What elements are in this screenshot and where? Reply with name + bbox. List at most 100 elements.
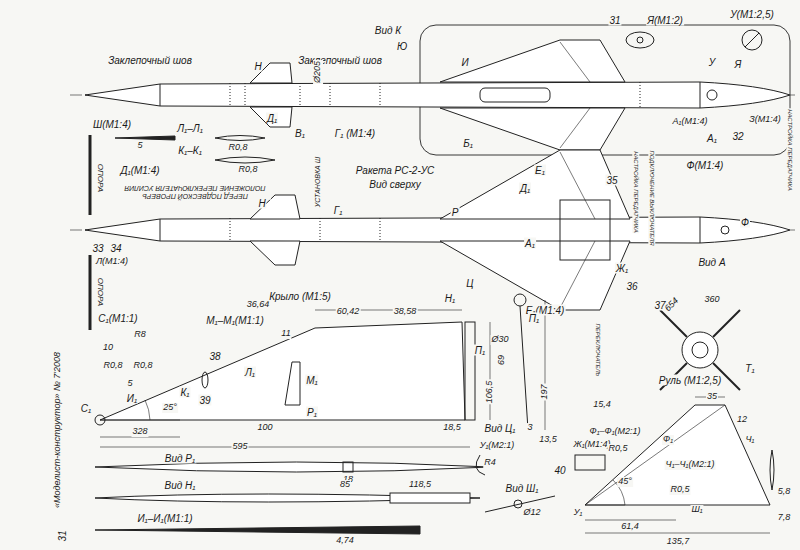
drawing-label: А₁(М1:4) xyxy=(672,117,709,127)
drawing-label: 36,64 xyxy=(246,300,271,310)
drawing-label: 4,74 xyxy=(335,536,355,546)
drawing-label: R0,5 xyxy=(607,444,628,454)
drawing-label: 31 xyxy=(608,15,621,26)
drawing-label: Ч₁–Ч₁(М2:1) xyxy=(665,460,716,470)
drawing-label: R0,5 xyxy=(669,485,690,495)
drawing-label: Ø12 xyxy=(522,508,541,518)
drawing-label: Е₁ xyxy=(534,165,546,176)
drawing-label: А₁ xyxy=(706,133,718,144)
drawing-label: Вид К xyxy=(374,25,402,36)
drawing-label: 13,5 xyxy=(538,435,558,445)
drawing-label: 106,5 xyxy=(485,380,495,405)
drawing-label: R0,8 xyxy=(237,165,258,175)
drawing-label: R8 xyxy=(133,330,147,340)
drawing-label: З(М1:4) xyxy=(748,115,782,125)
drawing-label: R0,8 xyxy=(227,143,248,153)
drawing-label: Ф xyxy=(740,217,750,228)
drawing-label: ПЕРЕКЛЮЧАТЕЛЬ xyxy=(595,323,602,378)
drawing-label: 100 xyxy=(256,423,273,433)
drawing-label: Л(М1:4) xyxy=(95,257,129,267)
drawing-label: 69 xyxy=(497,354,507,366)
drawing-label: 135,7 xyxy=(666,537,691,547)
drawing-label: ПОДКЛЮЧЕНИЕ ВЫКЛЮЧАТЕЛЯ xyxy=(649,149,656,246)
drawing-label: 25° xyxy=(162,403,178,413)
drawing-label: 85 xyxy=(339,480,351,490)
drawing-label: 7,8 xyxy=(777,513,792,523)
drawing-label: Д₁ xyxy=(519,183,531,194)
drawing-label: В₁ xyxy=(294,128,306,139)
drawing-label: Н xyxy=(253,61,262,72)
drawing-label: М₁ xyxy=(305,375,318,386)
drawing-label: 36 xyxy=(625,281,638,292)
drawing-label: 5 xyxy=(126,379,133,389)
drawing-label: Заклепочный шов xyxy=(297,55,383,66)
drawing-label: 118,5 xyxy=(408,480,432,490)
drawing-label: Н₁ xyxy=(444,293,456,304)
drawing-label: 33 xyxy=(91,243,104,254)
drawing-label: Ф₁–Ф₁(М2:1) xyxy=(589,427,642,437)
drawing-label: Ø205 xyxy=(313,60,323,84)
drawing-label: 39 xyxy=(198,395,211,406)
drawing-label: Ш(М1:4) xyxy=(92,119,132,130)
drawing-label: Вид сверху xyxy=(368,179,421,190)
drawing-label: Г₁ xyxy=(333,205,344,216)
drawing-label: 197 xyxy=(540,383,550,400)
drawing-label: Ф₁ xyxy=(662,435,674,445)
detail-view xyxy=(742,30,762,50)
drawing-label: 5,8 xyxy=(777,487,792,497)
drawing-label: Вид А xyxy=(697,257,726,268)
drawing-label: И₁ xyxy=(126,393,138,404)
drawing-label: Ш₁ xyxy=(690,505,703,515)
drawing-label: 654 xyxy=(662,295,681,314)
drawing-label: Ж₁(М1:4) xyxy=(572,440,611,450)
drawing-label: 18,5 xyxy=(442,423,462,433)
drawing-label: Вид Ц₁ xyxy=(484,423,517,434)
drawing-label: 15,4 xyxy=(592,400,612,410)
drawing-label: Л₁ xyxy=(244,367,256,378)
drawing-label: У₁ xyxy=(573,508,584,518)
drawing-label: Ф(М1:4) xyxy=(686,160,725,171)
drawing-label: 38 xyxy=(208,351,221,362)
drawing-label: И xyxy=(460,57,469,68)
drawing-label: НАСТРОЙКА ПЕРЕДАТЧИКА xyxy=(633,150,640,233)
drawing-label: 5 xyxy=(136,141,143,151)
drawing-label: Вид Н₁ xyxy=(164,480,197,491)
drawing-label: Ц xyxy=(465,278,474,289)
drawing-label: У xyxy=(708,57,716,68)
drawing-label: У(М1:2,5) xyxy=(729,9,775,20)
rudder-view xyxy=(585,397,774,533)
drawing-label: Ракета РС-2-УС xyxy=(355,165,436,176)
drawing-label: 31 xyxy=(57,529,68,542)
detail-view xyxy=(745,33,759,47)
wing-view xyxy=(95,294,545,447)
drawing-label: ОПОРА xyxy=(96,163,105,193)
rocket-top-view xyxy=(85,150,790,310)
drawing-label: 10 xyxy=(102,343,114,353)
profile-views xyxy=(95,455,605,534)
drawing-label: К₁ xyxy=(179,387,190,398)
drawing-label: 45° xyxy=(617,477,633,487)
rocket-side-view xyxy=(85,40,790,150)
drawing-label: 40 xyxy=(553,465,566,476)
drawing-label: Ø30 xyxy=(490,335,509,345)
drawing-label: 35 xyxy=(706,392,718,402)
drawing-label: Я xyxy=(734,59,743,70)
drawing-label: Ч₁ xyxy=(745,435,756,445)
drawing-label: П₁ xyxy=(528,313,540,324)
drawing-label: Р₁ xyxy=(306,407,318,418)
drawing-label: 12 xyxy=(736,415,748,425)
drawing-label: С₁ xyxy=(80,403,92,414)
drawing-label: НАСТРОЙКА ПЕРЕДАТЧИКА xyxy=(787,108,794,191)
drawing-label: 3 xyxy=(526,423,533,433)
drawing-label: 32 xyxy=(731,131,744,142)
drawing-label: 34 xyxy=(109,243,122,254)
drawing-label: R4 xyxy=(483,458,497,468)
drawing-label: Руль (М1:2,5) xyxy=(658,375,722,386)
drawing-label: 61,4 xyxy=(620,522,640,532)
drawing-label: 11 xyxy=(280,329,291,339)
drawing-label: Н xyxy=(257,198,266,209)
drawing-label: Заклепочный шов xyxy=(107,55,193,66)
drawing-label: У₁(М2:1) xyxy=(479,441,516,451)
drawing-label: 328 xyxy=(131,427,148,437)
